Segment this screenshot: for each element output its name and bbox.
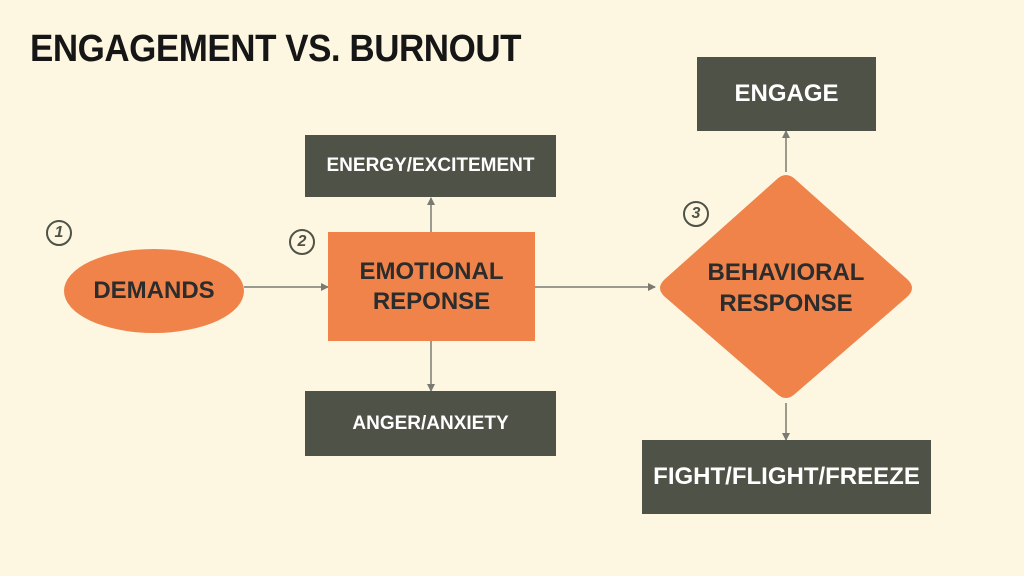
energy-excitement-node: ENERGY/EXCITEMENT <box>305 135 556 197</box>
emotional-response-node: EMOTIONAL REPONSE <box>328 232 535 341</box>
anger-anxiety-node: ANGER/ANXIETY <box>305 391 556 456</box>
step-1-marker: 1 <box>46 220 72 246</box>
anger-anxiety-label: ANGER/ANXIETY <box>352 412 509 434</box>
behavioral-response-diamond <box>660 175 912 398</box>
engage-label: ENGAGE <box>734 80 839 107</box>
fight-flight-freeze-label: FIGHT/FLIGHT/FREEZE <box>653 463 920 490</box>
emotional-response-label: EMOTIONAL REPONSE <box>359 257 504 315</box>
behavioral-response-node: BEHAVIORAL RESPONSE <box>686 248 886 328</box>
engage-node: ENGAGE <box>697 57 876 131</box>
step-3-marker: 3 <box>683 201 709 227</box>
energy-excitement-label: ENERGY/EXCITEMENT <box>326 155 535 176</box>
page-title: ENGAGEMENT VS. BURNOUT <box>30 28 522 70</box>
behavioral-response-label: BEHAVIORAL RESPONSE <box>707 258 865 317</box>
demands-node: DEMANDS <box>64 249 244 333</box>
demands-label: DEMANDS <box>93 277 215 304</box>
fight-flight-freeze-node: FIGHT/FLIGHT/FREEZE <box>642 440 931 514</box>
step-2-marker: 2 <box>289 229 315 255</box>
